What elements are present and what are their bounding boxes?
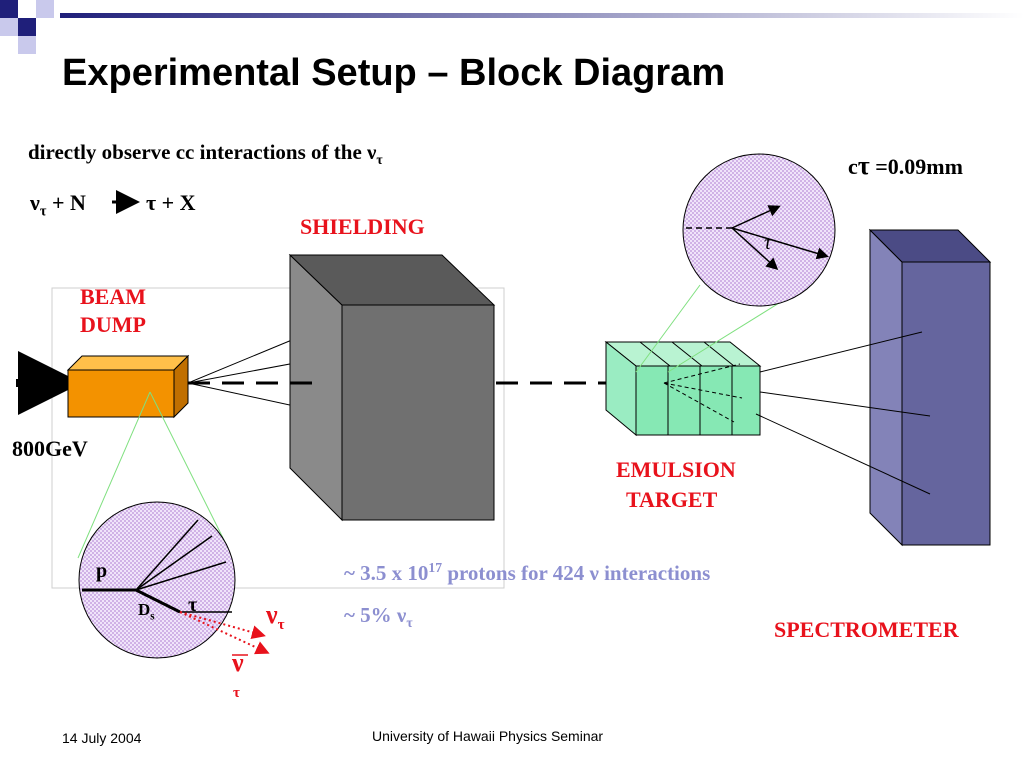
emulsion-label-line2: TARGET — [626, 487, 718, 512]
emulsion-label-line1: EMULSION — [616, 457, 736, 482]
stats-line2-sub: τ — [406, 615, 413, 631]
beam-dump-label: BEAM DUMP — [80, 283, 146, 339]
nu-tau-sub: τ — [277, 617, 285, 634]
subtitle-text: directly observe cc interactions of the … — [28, 140, 377, 164]
subtitle: directly observe cc interactions of the … — [28, 140, 383, 168]
reaction-plus-n: + N — [46, 190, 86, 215]
beam-dump-label-line2: DUMP — [80, 312, 146, 337]
subtitle-sub: τ — [376, 152, 383, 168]
stats-line2-pre: ~ 5% ν — [344, 603, 407, 627]
beam-dump-box — [66, 354, 190, 419]
proton-label: p — [96, 560, 108, 582]
beam-dump-label-line1: BEAM — [80, 284, 146, 309]
ds-label: Ds — [138, 600, 155, 622]
stats-line1-pre: ~ 3.5 x 10 — [344, 561, 429, 585]
reaction-nu-sub: τ — [39, 203, 47, 220]
emulsion-target-label: EMULSION TARGET — [616, 455, 736, 515]
nu-tau-letter: ν — [266, 600, 278, 629]
reaction-rhs: τ + X — [146, 190, 196, 215]
stats-line1: ~ 3.5 x 1017 protons for 424 ν interacti… — [344, 560, 710, 586]
spectrometer-tracks — [755, 331, 931, 495]
stats-line2: ~ 5% ντ — [344, 603, 413, 631]
stats-line1-sup: 17 — [428, 560, 443, 575]
spectrometer-label: SPECTROMETER — [774, 617, 959, 642]
tau-zoom-circle — [635, 153, 836, 373]
stats-line1-post: protons for 424 ν interactions — [442, 561, 711, 585]
spectrometer-block — [868, 228, 992, 547]
ctau-c: c — [848, 154, 858, 179]
nu-tau-label: ντ — [266, 600, 285, 634]
footer-seminar: University of Hawaii Physics Seminar — [372, 728, 604, 744]
ds-letter: D — [138, 600, 151, 619]
shielding-block — [288, 253, 496, 522]
ds-zoom-circle — [77, 391, 270, 659]
reaction-nu: ν — [30, 190, 40, 215]
nubar-sub-label: τ — [233, 685, 240, 701]
ctau-tau: τ — [857, 151, 870, 180]
ctau-value: =0.09mm — [869, 154, 963, 179]
frame-outline — [51, 287, 505, 589]
footer-date: 14 July 2004 — [62, 730, 142, 746]
tau-zoom-label: τ — [764, 232, 772, 254]
emulsion-target — [604, 340, 762, 437]
page-title: Experimental Setup – Block Diagram — [62, 52, 726, 94]
emulsion-fan — [663, 363, 743, 423]
header-decoration — [0, 0, 1024, 54]
nubar-label: ν — [232, 648, 244, 677]
reaction-lhs: ντ + N — [30, 190, 86, 220]
ctau-label: cτ =0.09mm — [848, 151, 963, 181]
energy-label: 800GeV — [12, 436, 88, 461]
tau-decay-label: τ — [188, 594, 198, 616]
shielding-label: SHIELDING — [300, 214, 425, 239]
ds-sub: s — [150, 610, 155, 623]
